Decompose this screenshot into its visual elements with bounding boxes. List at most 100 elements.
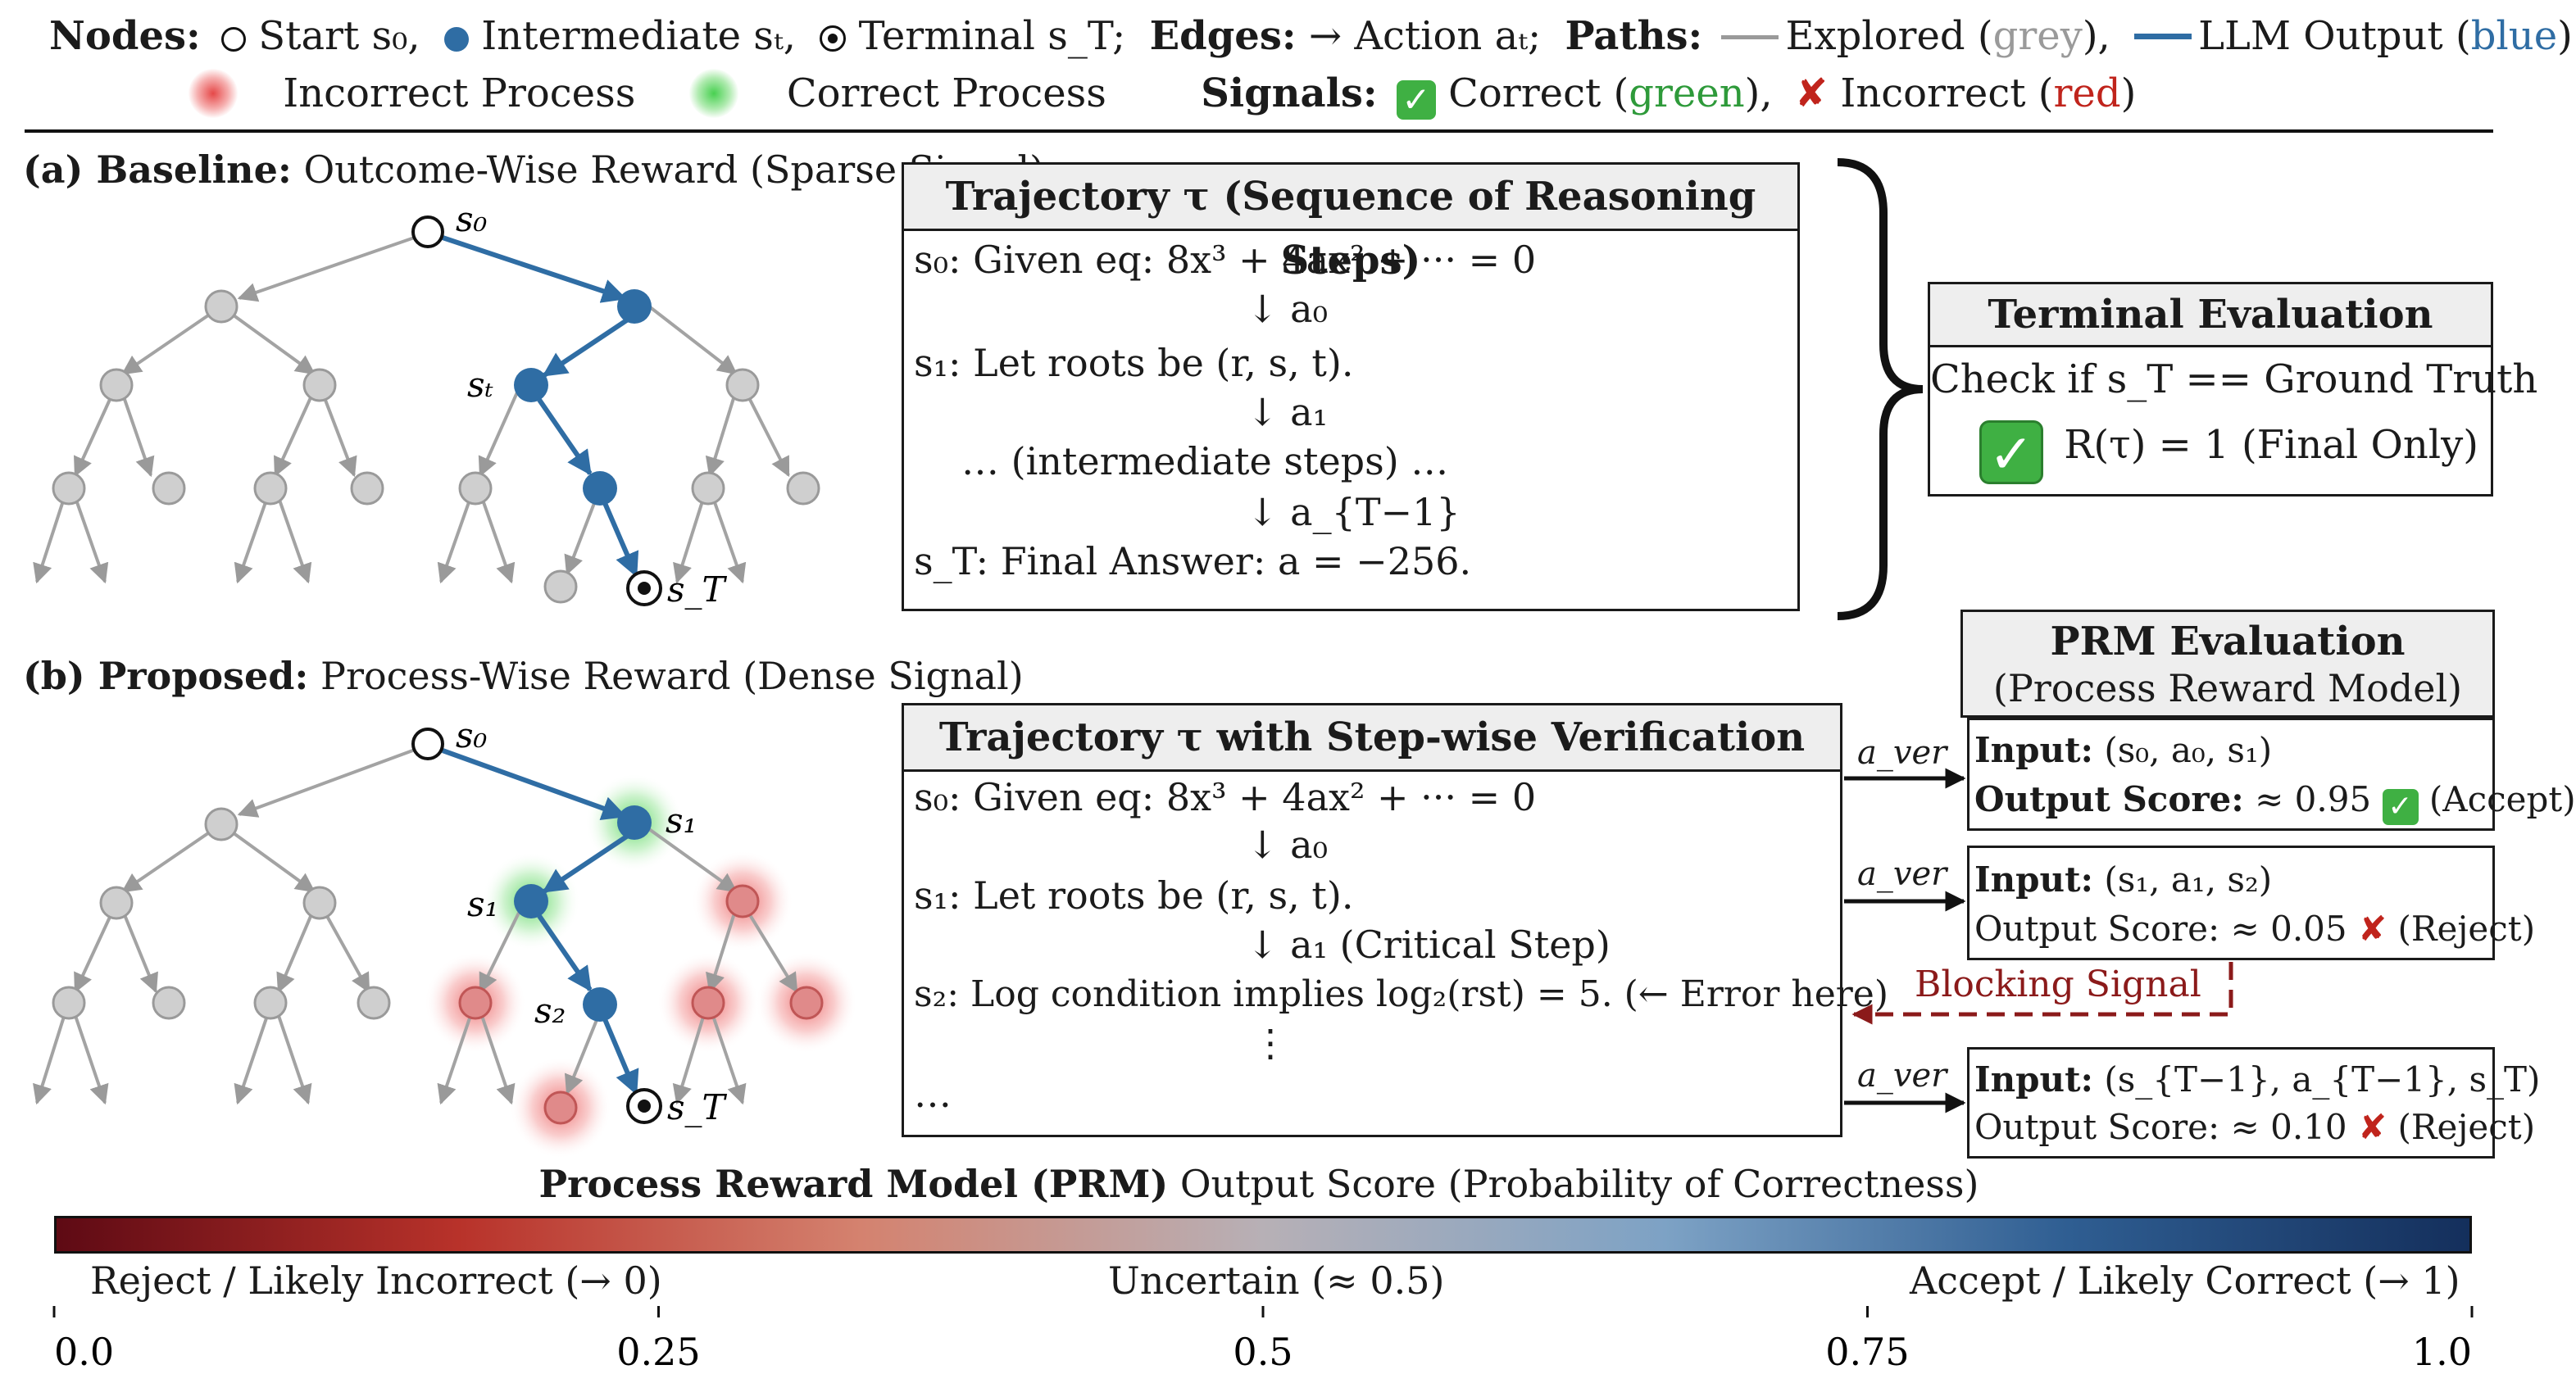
trajectory-a-line-7: s_T: Final Answer: a = −256.	[914, 539, 1472, 583]
blocking-signal-path	[1851, 962, 2233, 1025]
prm-eval-box-3: Input: (s_{T−1}, a_{T−1}, s_T) Output Sc…	[1967, 1047, 2540, 1159]
blue-path-icon	[2134, 34, 2192, 39]
blocking-signal-label: Blocking Signal	[1915, 964, 2201, 1005]
tree-b-label-s2: s₂	[534, 991, 566, 1031]
terminal-eval-title: Terminal Evaluation	[1930, 284, 2491, 347]
prm-eval-2-score: ≈ 0.05	[2230, 909, 2347, 949]
prm-eval-3-score: ≈ 0.10	[2230, 1107, 2347, 1147]
prm-eval-3-input-label: Input:	[1974, 1059, 2093, 1100]
legend-edges-label: Edges:	[1149, 13, 1297, 59]
prm-eval-1-input-label: Input:	[1974, 730, 2093, 770]
colorbar-label-right: Accept / Likely Correct (→ 1)	[1910, 1258, 2460, 1303]
trajectory-a-line-3: s₁: Let roots be (r, s, t).	[914, 341, 1354, 385]
prm-eval-3-input: (s_{T−1}, a_{T−1}, s_T)	[2104, 1059, 2541, 1100]
tree-a: s₀ sₜ s_T	[33, 199, 820, 610]
trajectory-a-title: Trajectory τ (Sequence of Reasoning Step…	[904, 165, 1797, 283]
tree-a-label-sT: s_T	[667, 569, 728, 610]
prm-eval-2-verdict: (Reject)	[2397, 909, 2536, 949]
trajectory-a-line-2: ↓ a₀	[1247, 287, 1329, 331]
prm-eval-title: PRM Evaluation	[2050, 619, 2406, 664]
tree-b: s₀ s₁ s₁ s₂ s_T	[33, 715, 857, 1159]
tree-b-label-s0: s₀	[456, 715, 488, 755]
tree-a-label-st: sₜ	[467, 365, 493, 405]
legend-intermediate: Intermediate sₜ,	[481, 13, 797, 59]
trajectory-b-line-2: ↓ a₀	[1247, 823, 1329, 867]
legend-divider	[25, 129, 2493, 133]
reward-check-icon: ✓	[1979, 420, 2043, 486]
trajectory-a-line-5: … (intermediate steps) …	[961, 439, 1449, 483]
trajectory-a-line-1: s₀: Given eq: 8x³ + 4ax² + ··· = 0	[914, 238, 1537, 282]
trajectory-b-line-3: s₁: Let roots be (r, s, t).	[914, 873, 1354, 918]
legend-llm-output: LLM Output (	[2198, 13, 2471, 59]
legend-correct-end: ),	[1744, 70, 1773, 116]
legend-explored-end: ),	[2082, 13, 2110, 59]
legend-correct: Correct (	[1448, 70, 1629, 116]
colorbar-gradient	[54, 1216, 2472, 1254]
tree-b-start-node	[411, 728, 444, 760]
terminal-eval-reward: R(τ) = 1 (Final Only)	[2064, 422, 2478, 468]
colorbar-tick-label: 0.5	[1233, 1330, 1293, 1374]
prm-eval-3-cross-icon: ✘	[2357, 1107, 2387, 1147]
colorbar-tick-label: 0.25	[616, 1330, 700, 1374]
prm-eval-box-1: Input: (s₀, a₀, s₁) Output Score: ≈ 0.95…	[1967, 718, 2576, 831]
legend-incorrect-end: )	[2120, 70, 2137, 116]
a-ver-label-1: a_ver	[1857, 734, 1947, 772]
tree-a-label-s0: s₀	[456, 199, 488, 239]
legend-edges-action: → Action aₜ;	[1308, 13, 1542, 59]
colorbar-title: Process Reward Model (PRM) Output Score …	[0, 1162, 2518, 1206]
red-glow-icon	[189, 69, 238, 118]
trajectory-b-title: Trajectory τ with Step-wise Verification	[904, 705, 1840, 772]
green-glow-icon	[688, 69, 738, 118]
prm-eval-1-verdict: (Accept)	[2428, 779, 2576, 819]
a-ver-label-2: a_ver	[1857, 855, 1947, 893]
prm-eval-2-cross-icon: ✘	[2357, 909, 2387, 949]
intermediate-node-icon	[443, 27, 469, 52]
panel-b-title-bold: (b) Proposed:	[23, 654, 309, 698]
prm-eval-subtitle: (Process Reward Model)	[1992, 666, 2463, 710]
tree-b-label-s1-left: s₁	[467, 884, 498, 924]
colorbar-label-left: Reject / Likely Incorrect (→ 0)	[90, 1258, 662, 1303]
prm-eval-1-output-label: Output Score:	[1974, 779, 2244, 819]
legend-nodes-label: Nodes:	[49, 13, 201, 59]
legend-llm-end: )	[2557, 13, 2573, 59]
start-node-icon	[221, 27, 246, 52]
prm-arrows	[1844, 768, 2233, 1113]
terminal-eval-check: Check if s_T == Ground Truth	[1930, 356, 2538, 402]
trajectory-b-line-5: s₂: Log condition implies log₂(rst) = 5.…	[914, 973, 1889, 1015]
colorbar-title-bold: Process Reward Model (PRM)	[538, 1162, 1169, 1206]
legend-grey-word: grey	[1992, 13, 2083, 59]
grey-path-icon	[1721, 35, 1779, 39]
colorbar-tick-label: 0.0	[54, 1330, 114, 1374]
trajectory-b-line-1: s₀: Given eq: 8x³ + 4ax² + ··· = 0	[914, 775, 1537, 819]
legend-correct-process: Correct Process	[786, 70, 1106, 116]
check-icon: ✓	[1396, 80, 1436, 120]
trajectory-b-line-4: ↓ a₁ (Critical Step)	[1247, 923, 1611, 967]
curly-brace	[1837, 158, 1924, 620]
prm-eval-header-box: PRM Evaluation (Process Reward Model)	[1960, 610, 2495, 718]
legend-paths-label: Paths:	[1565, 13, 1703, 59]
legend-row-1: Nodes: Start s₀, Intermediate sₜ, Termin…	[49, 13, 2573, 59]
prm-eval-2-output-label: Output Score:	[1974, 909, 2220, 949]
legend-blue-word: blue	[2470, 13, 2558, 59]
panel-b-title-rest: Process-Wise Reward (Dense Signal)	[320, 654, 1024, 698]
tree-a-start-node	[411, 215, 444, 248]
panel-a-title-bold: (a) Baseline:	[23, 147, 292, 192]
prm-eval-2-input-label: Input:	[1974, 859, 2093, 900]
prm-eval-box-2: Input: (s₁, a₁, s₂) Output Score: ≈ 0.05…	[1967, 846, 2535, 960]
prm-eval-1-check-icon: ✓	[2382, 789, 2419, 825]
prm-eval-3-verdict: (Reject)	[2397, 1107, 2536, 1147]
legend-terminal: Terminal s_T;	[858, 13, 1126, 59]
tree-b-label-sT: s_T	[667, 1087, 728, 1127]
colorbar-label-mid: Uncertain (≈ 0.5)	[1108, 1258, 1445, 1303]
a-ver-label-3: a_ver	[1857, 1057, 1947, 1095]
legend-start: Start s₀,	[258, 13, 420, 59]
legend-incorrect: Incorrect (	[1840, 70, 2054, 116]
tree-b-label-s1-top: s₁	[666, 800, 697, 841]
legend-green-word: green	[1629, 70, 1745, 116]
legend-signals-label: Signals:	[1201, 70, 1378, 116]
prm-eval-3-output-label: Output Score:	[1974, 1107, 2220, 1147]
colorbar-axis: 0.0 0.25 0.5 0.75 1.0	[52, 1306, 2474, 1374]
colorbar-tick-label: 0.75	[1825, 1330, 1909, 1374]
colorbar-tick-label: 1.0	[2412, 1330, 2472, 1374]
prm-eval-2-input: (s₁, a₁, s₂)	[2104, 859, 2273, 900]
